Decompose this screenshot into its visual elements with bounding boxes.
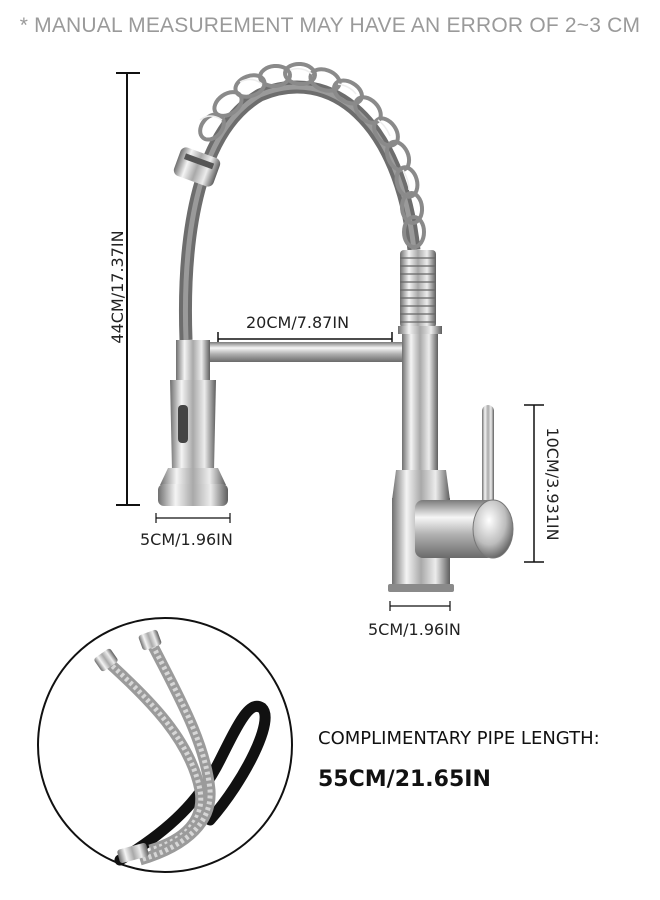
spout-reach-label: 20CM/7.87IN	[246, 313, 350, 332]
total-height-label: 44CM/17.37IN	[108, 230, 127, 344]
pipe-inset	[37, 617, 293, 873]
spray-head-dimension-line	[155, 513, 231, 523]
spray-head	[158, 340, 228, 506]
faucet-column	[402, 326, 438, 471]
pipe-length-value: 55CM/21.65IN	[318, 767, 491, 792]
spout-arm	[200, 342, 410, 362]
handle-cartridge	[415, 499, 514, 559]
spring-coils	[198, 61, 426, 249]
handle-dimension-line	[524, 404, 544, 563]
handle-lever	[482, 405, 494, 509]
handle-height-label: 10CM/3.931IN	[543, 427, 562, 541]
spray-head-diameter-label: 5CM/1.96IN	[140, 530, 233, 549]
base-diameter-label: 5CM/1.96IN	[368, 620, 461, 639]
base-dimension-line	[389, 601, 451, 611]
measurement-note: * MANUAL MEASUREMENT MAY HAVE AN ERROR O…	[19, 14, 641, 37]
spray-nozzle-top	[173, 147, 221, 187]
coil-sleeve	[400, 250, 436, 328]
flexible-hose	[179, 80, 421, 341]
pipe-length-title: COMPLIMENTARY PIPE LENGTH:	[318, 728, 600, 749]
height-dimension-line	[116, 72, 140, 506]
